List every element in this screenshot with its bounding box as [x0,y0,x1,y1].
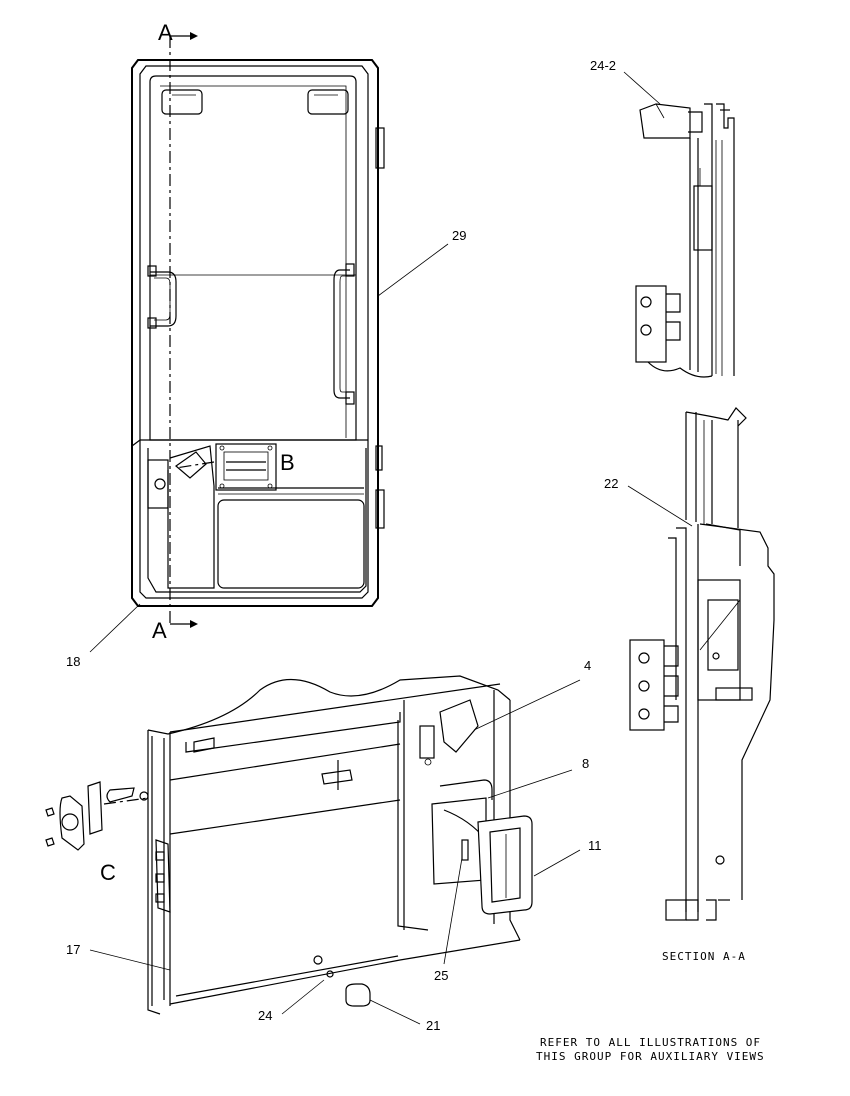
detail-c-label: C [100,860,116,885]
section-a-a-view [629,407,775,921]
callout-11: 11 [588,838,602,853]
section-title: SECTION A-A [662,950,746,963]
door-rear-exploded-view [45,675,533,1015]
callout-24: 24 [258,1008,272,1023]
callout-25: 25 [434,968,448,983]
callout-4: 4 [584,658,591,673]
callout-21: 21 [426,1018,440,1033]
callout-29: 29 [452,228,466,243]
note-line-2: THIS GROUP FOR AUXILIARY VIEWS [536,1050,765,1063]
note-line-1: REFER TO ALL ILLUSTRATIONS OF [540,1036,761,1049]
callout-8: 8 [582,756,589,771]
callout-17: 17 [66,942,80,957]
section-mark-top: A [158,20,173,45]
callout-18: 18 [66,654,80,669]
detail-b-label: B [280,450,295,475]
section-mark-bottom: A [152,618,167,643]
door-front-view [131,32,385,628]
detail-24-2-view [635,103,735,378]
callout-22: 22 [604,476,618,491]
callout-24-2: 24-2 [590,58,616,73]
